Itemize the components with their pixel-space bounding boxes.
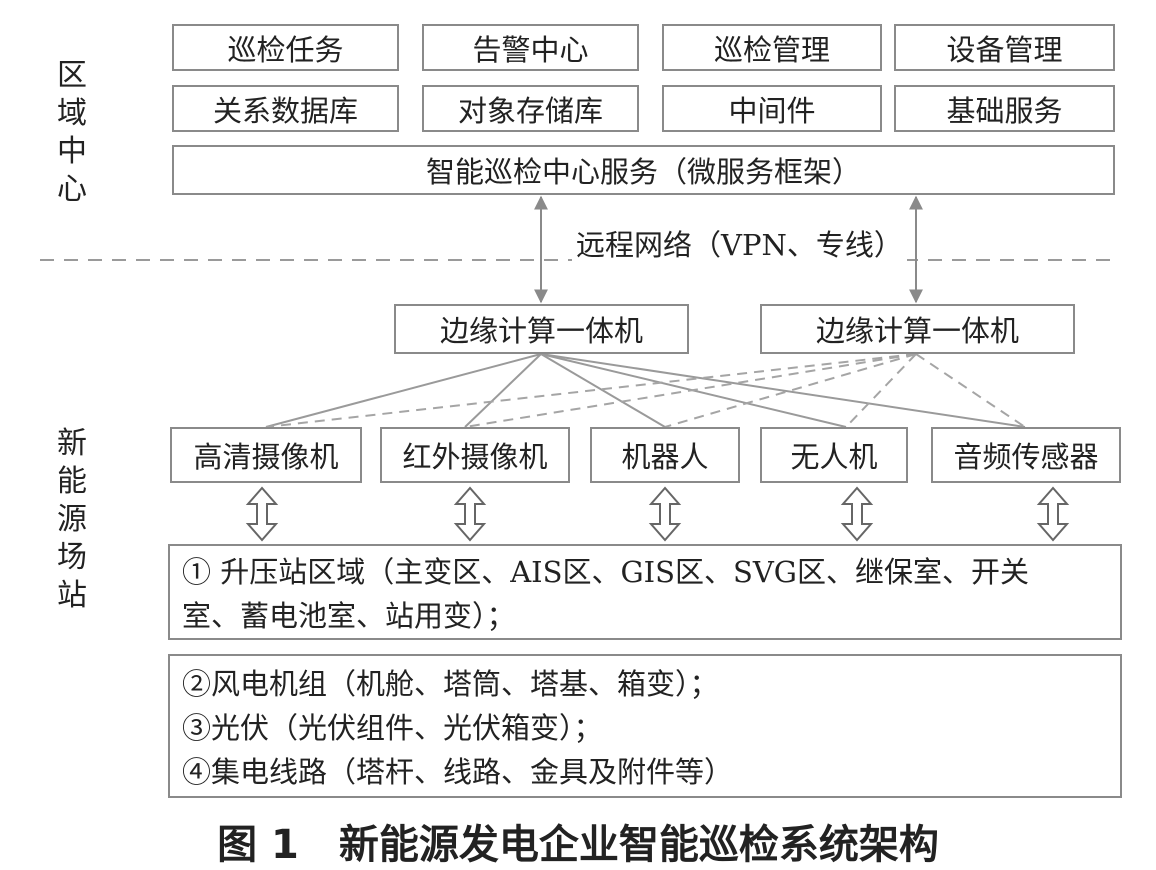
new-energy-station-label: 新 能 源 场 站 [57, 426, 87, 613]
edge-computer-2: 边缘计算一体机 [760, 304, 1075, 354]
app-patrol-task: 巡检任务 [172, 24, 399, 71]
edge-computer-1: 边缘计算一体机 [394, 304, 689, 354]
link-edge2-ir-camera [464, 353, 917, 428]
remote-network-label: 远程网络（VPN、专线） [572, 222, 907, 264]
device-hd-camera: 高清摄像机 [170, 427, 362, 483]
link-edge2-hd-camera [265, 353, 917, 428]
link-edge2-audio [915, 353, 1026, 428]
edge2-links [265, 353, 1026, 428]
figure-caption: 图 1 新能源发电企业智能巡检系统架构 [217, 822, 939, 868]
double-arrow-icon-5 [1036, 486, 1070, 542]
smart-patrol-center-service: 智能巡检中心服务（微服务框架） [172, 145, 1115, 195]
edge1-links [265, 353, 1026, 428]
link-edge2-robot [664, 353, 917, 428]
infra-middleware: 中间件 [662, 85, 882, 132]
double-arrow-icon-4 [840, 486, 874, 542]
infra-relational-db: 关系数据库 [172, 85, 399, 132]
field-equipment-areas: ②风电机组（机舱、塔筒、塔基、箱变）； ③光伏（光伏组件、光伏箱变）； ④集电线… [168, 654, 1122, 798]
link-edge1-robot [540, 353, 666, 428]
device-robot: 机器人 [590, 427, 740, 483]
double-arrow-icon-3 [648, 486, 682, 542]
link-edge1-hd-camera [265, 353, 542, 428]
booster-station-areas: ① 升压站区域（主变区、AIS区、GIS区、SVG区、继保室、开关 室、蓄电池室… [168, 544, 1122, 640]
app-device-management: 设备管理 [894, 24, 1115, 71]
device-drone: 无人机 [760, 427, 908, 483]
link-edge1-audio [540, 353, 1026, 428]
device-infrared-camera: 红外摄像机 [380, 427, 570, 483]
app-patrol-management: 巡检管理 [662, 24, 882, 71]
device-audio-sensor: 音频传感器 [931, 427, 1121, 483]
double-arrow-icon-2 [453, 486, 487, 542]
infra-basic-services: 基础服务 [894, 85, 1115, 132]
device-area-arrows [245, 486, 1070, 542]
region-center-label: 区 域 中 心 [57, 58, 87, 207]
link-edge1-ir-camera [464, 353, 542, 428]
double-arrow-icon-1 [245, 486, 279, 542]
app-alarm-center: 告警中心 [422, 24, 639, 71]
infra-object-storage: 对象存储库 [422, 85, 639, 132]
